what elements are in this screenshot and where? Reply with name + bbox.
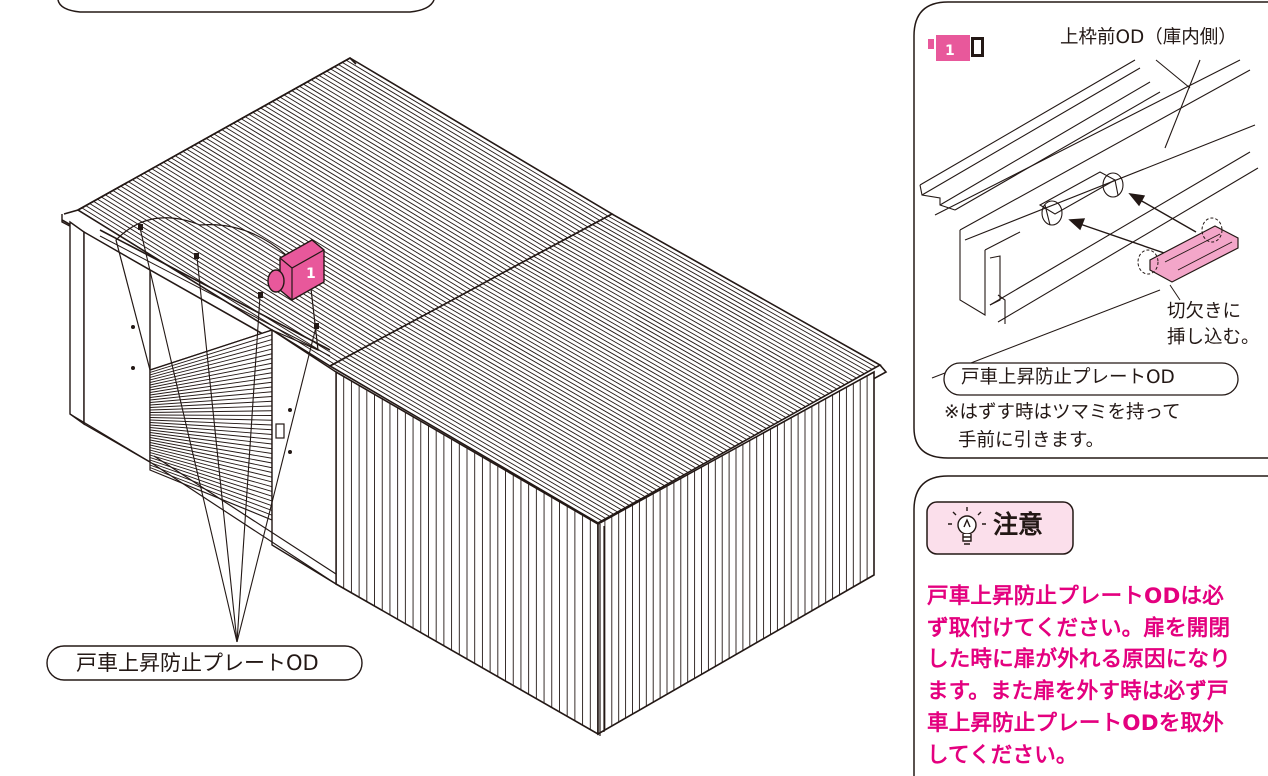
caution-line: ず取付けてください。扉を開閉 [927,615,1231,641]
roof-right [328,213,882,524]
detail-camera-badge-number: 1 [945,43,955,59]
pink-plate [1137,217,1239,283]
top-rail-label: 上枠前OD（庫内側） [1060,27,1237,48]
caution-heading: 注意 [993,510,1044,539]
remove-note-line-1: ※はずす時はツマミを持って [944,402,1181,423]
detail-part-pill [943,362,1239,396]
main-callout-label: 戸車上昇防止プレートOD [76,651,319,675]
callout-pill [46,645,363,681]
insert-note-line-2: 挿し込む。 [1167,327,1260,348]
detail-panel-frame [913,1,1268,459]
caution-text: 戸車上昇防止プレートODは必 ず取付けてください。扉を開閉 した時に扉が外れる原… [927,581,1257,771]
caution-line: 車上昇防止プレートODを取外 [927,710,1224,736]
detail-camera-icon [928,35,984,61]
insert-arrows [1068,193,1197,256]
caution-line: した時に扉が外れる原因になり [927,647,1231,673]
caution-line: 戸車上昇防止プレートODは必 [927,584,1224,609]
caution-line: ます。また扉を外す時は必ず戸 [927,679,1229,705]
side-wall [597,370,875,736]
camera-badge-number: 1 [306,266,316,282]
insert-note-line-1: 切欠きに [1167,301,1242,322]
lightbulb-icon [948,507,986,545]
caution-panel-frame [913,475,1268,776]
remove-note-line-2: 手前に引きます。 [958,430,1105,451]
detail-part-label: 戸車上昇防止プレートOD [961,367,1175,388]
caution-line: してください。 [927,742,1078,768]
callout-leaders [139,227,317,643]
door-section [69,217,337,586]
rail-detail-drawing [919,59,1259,379]
camera-view-1-icon [267,239,325,301]
